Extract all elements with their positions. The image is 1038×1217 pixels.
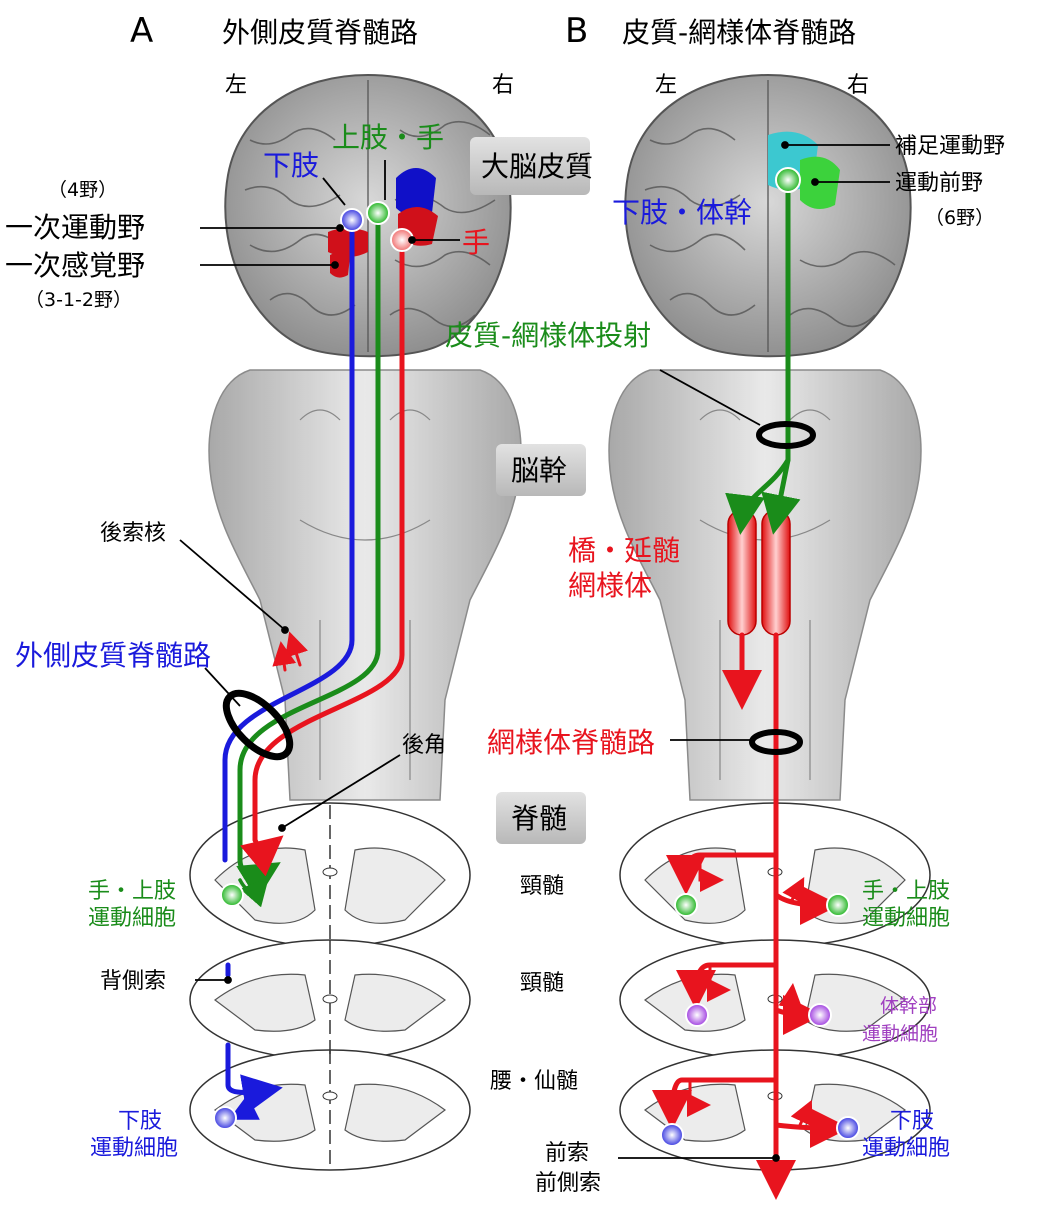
label-projection: 皮質-網様体投射	[445, 319, 651, 352]
label-hand-upper-2-b: 運動細胞	[862, 906, 950, 931]
reticular-right	[762, 510, 790, 635]
center-lumbosacral: 腰・仙髄	[490, 1069, 578, 1094]
label-dorsal-column-nuclei: 後索核	[100, 521, 166, 546]
label-lower-1-b: 下肢	[890, 1109, 934, 1134]
label-sma: 補足運動野	[895, 134, 1005, 159]
cell-blue-cortex-a	[341, 209, 363, 231]
label-hand-upper-1-a: 手・上肢	[88, 879, 176, 904]
center-cortex: 大脳皮質	[481, 150, 593, 183]
label-upper-limb-hand: 上肢・手	[332, 121, 444, 154]
label-lower-1-a: 下肢	[118, 1109, 162, 1134]
label-area4: （4野）	[48, 179, 117, 201]
center-brainstem: 脳幹	[511, 454, 567, 487]
center-spinal: 脊髄	[511, 802, 567, 835]
red-l-right	[776, 1125, 835, 1128]
reticular-left	[728, 510, 756, 635]
cell-green-right-b	[827, 894, 849, 916]
label-anterior-2: 前側索	[535, 1171, 601, 1196]
label-dorsal-horn: 後角	[402, 733, 446, 758]
label-hand-upper-1-b: 手・上肢	[862, 879, 950, 904]
cell-green-cortex-b	[776, 168, 800, 192]
label-hand: 手	[462, 226, 490, 259]
label-premotor: 運動前野	[895, 171, 983, 196]
label-trunk: 下肢・体幹	[612, 196, 752, 229]
cell-green-left-b	[675, 894, 697, 916]
label-primary-sensory: 一次感覚野	[5, 249, 145, 282]
label-area6: （6野）	[925, 207, 994, 229]
label-reticular-2: 網様体	[568, 569, 652, 602]
label-dorsolateral: 背側索	[100, 969, 166, 994]
red-c2-right2	[790, 992, 792, 1010]
label-tract-a: 外側皮質脊髄路	[15, 639, 211, 672]
cell-blue-right-b	[837, 1117, 859, 1139]
label-anterior-1: 前索	[545, 1141, 589, 1166]
primary-motor-area-red	[328, 228, 368, 257]
label-lower-2-b: 運動細胞	[862, 1136, 950, 1161]
label-trunk-motor-2: 運動細胞	[862, 1023, 938, 1045]
panel-a-letter: A	[130, 11, 153, 51]
cell-blue-left-b	[661, 1124, 683, 1146]
cell-green-spinal-a	[221, 884, 243, 906]
panel-a-left: 左	[225, 73, 247, 98]
label-tract-b: 網様体脊髄路	[487, 726, 655, 759]
label-primary-motor: 一次運動野	[5, 211, 145, 244]
panel-a-title: 外側皮質脊髄路	[222, 16, 418, 49]
panel-a-right: 右	[492, 73, 514, 98]
center-cervical-2: 頸髄	[520, 971, 564, 996]
center-cervical-1: 頸髄	[520, 874, 564, 899]
label-lower-2-a: 運動細胞	[90, 1136, 178, 1161]
label-reticular-1: 橋・延髄	[568, 534, 680, 567]
label-hand-upper-2-a: 運動細胞	[88, 906, 176, 931]
panel-b-right: 右	[847, 73, 869, 98]
label-trunk-motor-1: 体幹部	[880, 995, 937, 1017]
panel-b-letter: B	[565, 11, 588, 51]
cell-green-cortex-a	[367, 202, 389, 224]
label-lower-limb-a: 下肢	[263, 149, 319, 182]
cell-blue-spinal-a	[214, 1107, 236, 1129]
cell-purple-right-b	[809, 1004, 831, 1026]
cell-purple-left-b	[686, 1004, 708, 1026]
label-area312: （3-1-2野）	[25, 289, 132, 311]
panel-b-title: 皮質-網様体脊髄路	[622, 16, 856, 49]
panel-b-left: 左	[655, 73, 677, 98]
